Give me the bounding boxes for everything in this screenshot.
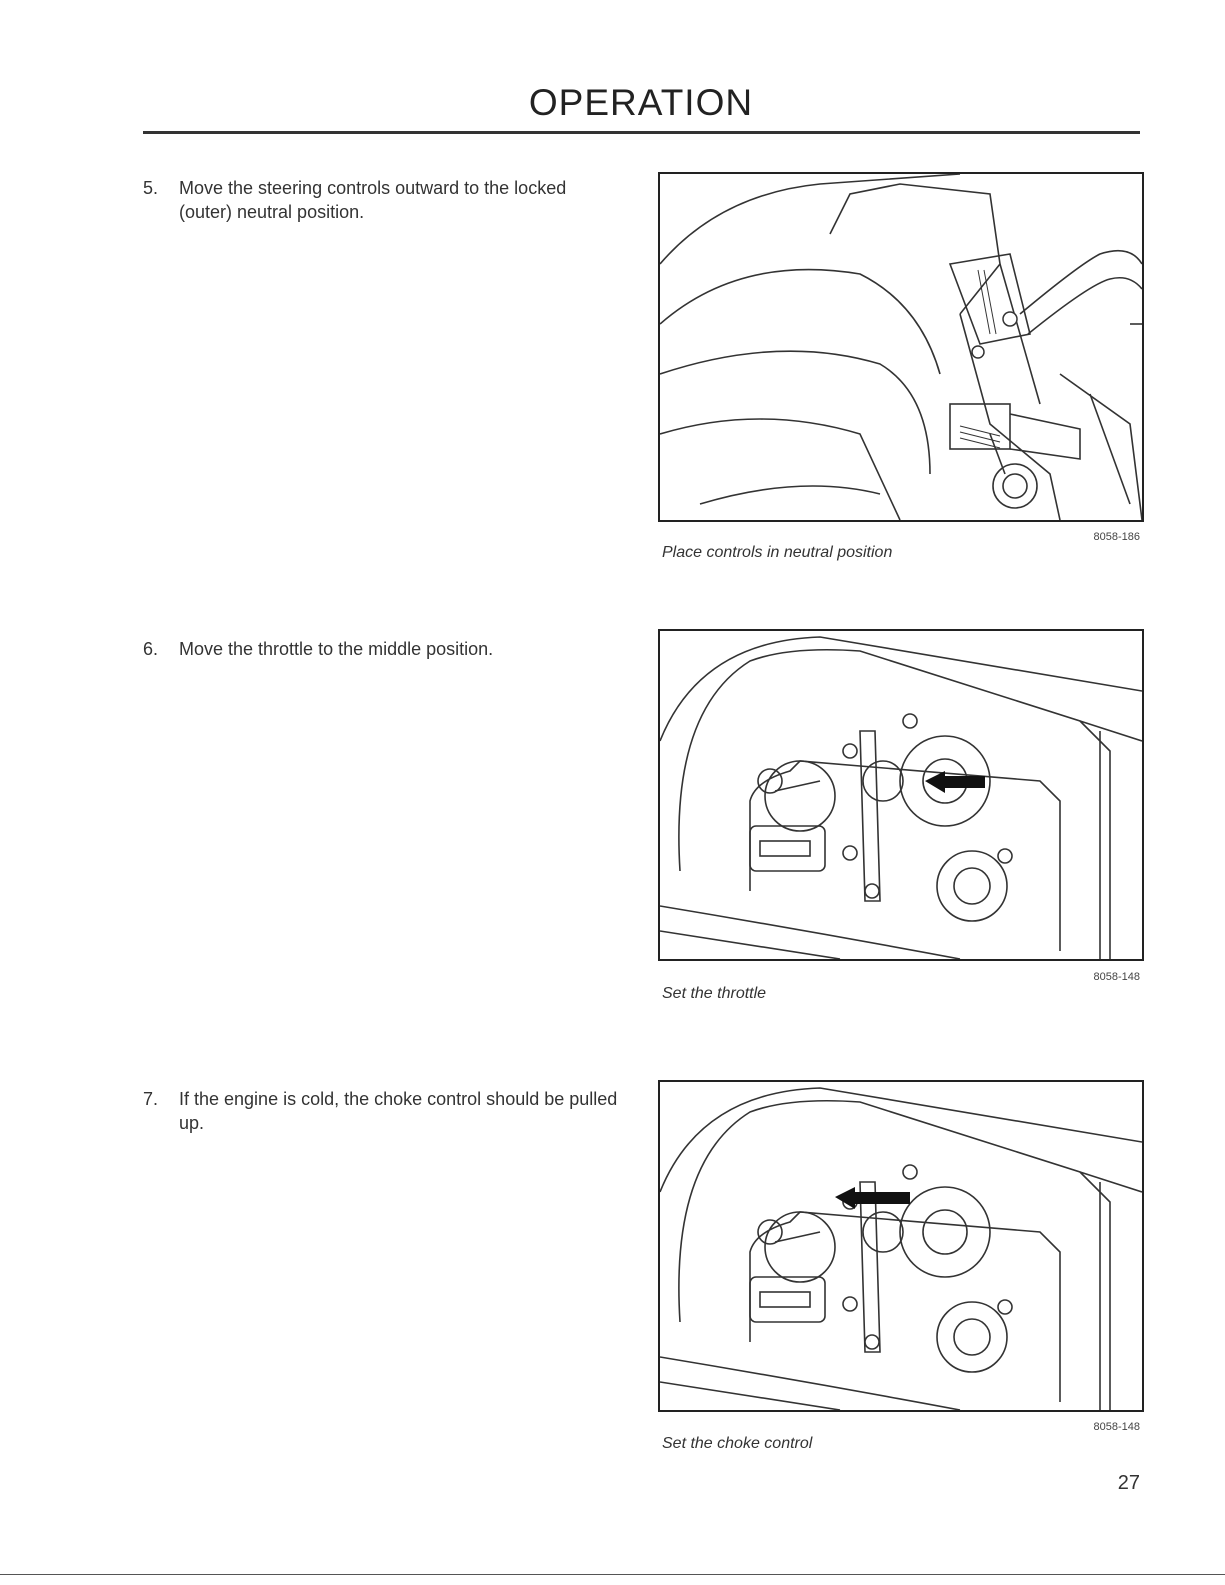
steering-control-illustration	[660, 174, 1142, 520]
choke-panel-illustration	[660, 1087, 1142, 1410]
step-7: 7. If the engine is cold, the choke cont…	[143, 1087, 623, 1135]
figure-neutral-position	[658, 172, 1144, 522]
figure-choke	[658, 1080, 1144, 1412]
figure-code: 8058-148	[1093, 1421, 1141, 1433]
step-text: Move the steering controls outward to th…	[179, 178, 567, 222]
step-text: If the engine is cold, the choke control…	[179, 1089, 618, 1133]
bottom-rule	[0, 1574, 1225, 1575]
header-rule	[143, 131, 1140, 134]
step-5: 5. Move the steering controls outward to…	[143, 176, 623, 224]
figure-code: 8058-186	[1093, 531, 1141, 543]
figure-caption: Place controls in neutral position	[662, 544, 893, 561]
throttle-panel-illustration	[660, 636, 1142, 959]
page-number: 27	[1117, 1472, 1140, 1494]
step-text: Move the throttle to the middle position…	[179, 639, 494, 659]
figure-code: 8058-148	[1093, 971, 1141, 983]
figure-caption: Set the choke control	[662, 1435, 813, 1452]
page-title: OPERATION	[528, 82, 754, 123]
figure-throttle	[658, 629, 1144, 961]
step-6: 6. Move the throttle to the middle posit…	[143, 637, 623, 661]
figure-caption: Set the throttle	[662, 985, 767, 1002]
step-number: 5.	[143, 178, 159, 198]
step-number: 6.	[143, 639, 159, 659]
step-number: 7.	[143, 1089, 159, 1109]
